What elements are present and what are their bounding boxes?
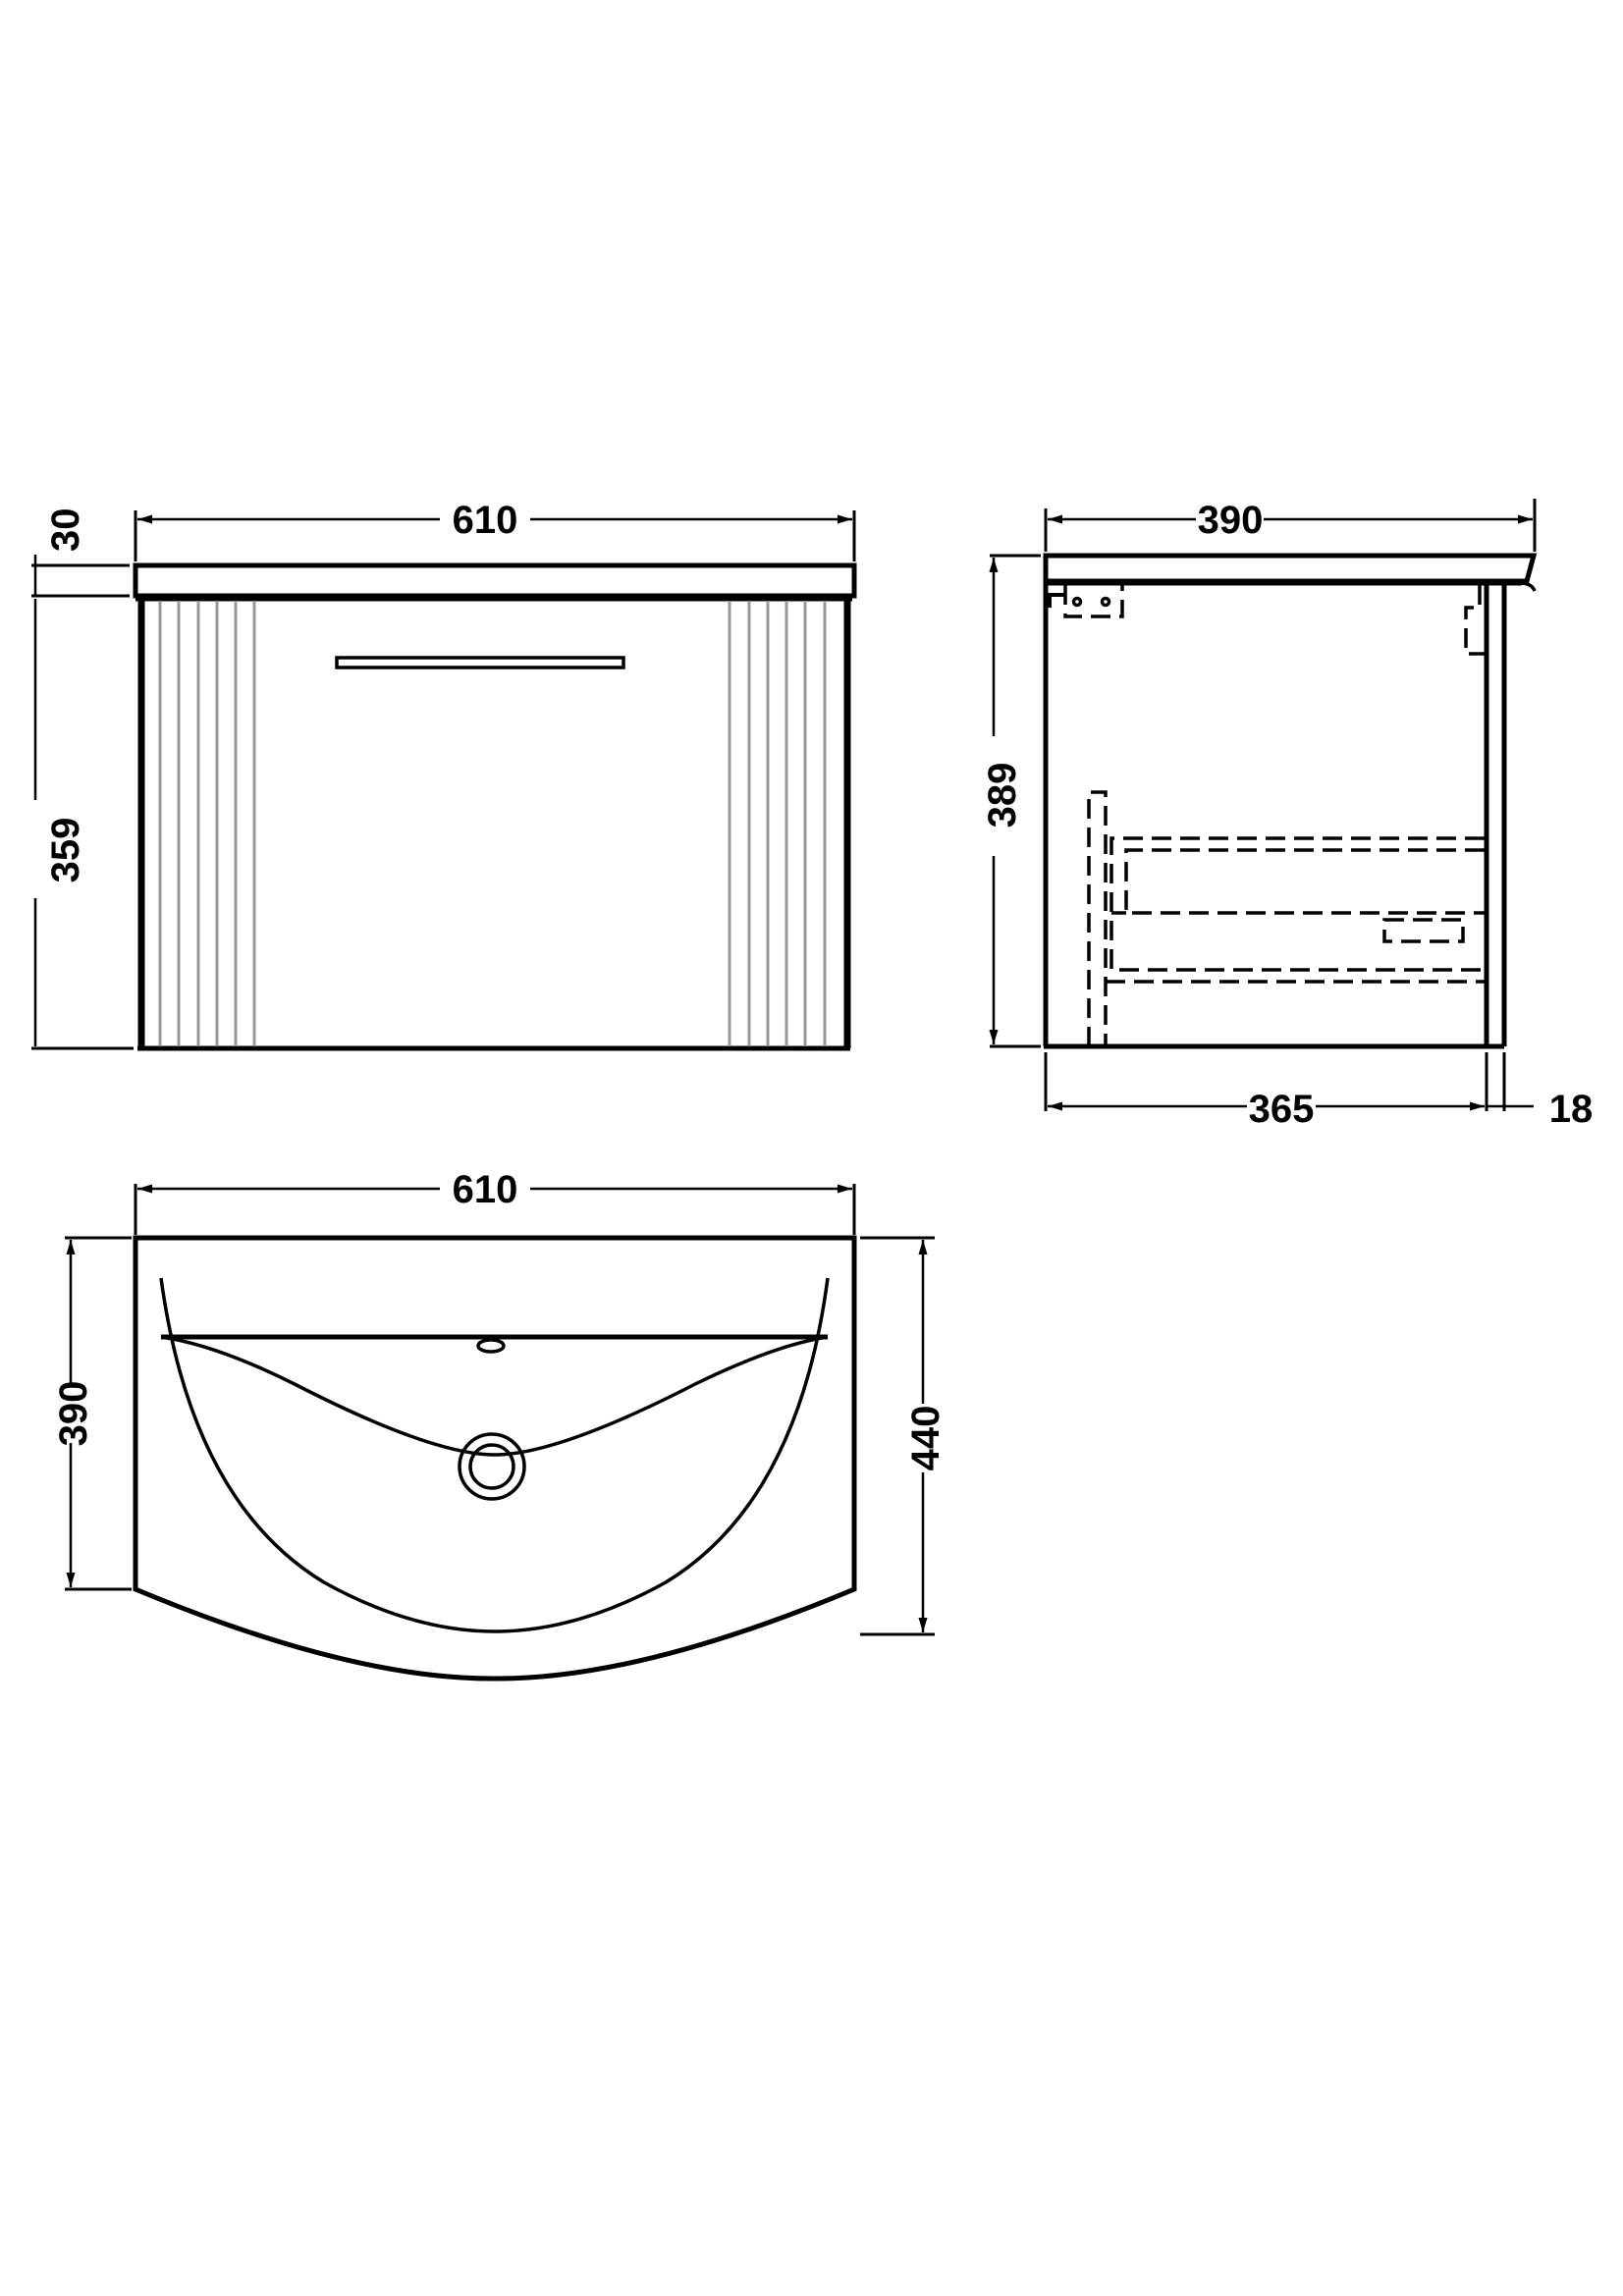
front-width-dimension: 610 bbox=[134, 499, 856, 561]
cabinet-height-label: 359 bbox=[44, 818, 87, 883]
plan-width-label: 610 bbox=[453, 1168, 518, 1211]
basin-thickness-label: 30 bbox=[44, 508, 87, 553]
plan-centre-depth-label: 440 bbox=[904, 1406, 947, 1471]
basin-bowl bbox=[159, 1277, 830, 1633]
side-height-label: 389 bbox=[981, 763, 1024, 828]
side-view: 390 bbox=[981, 499, 1593, 1131]
drawer-box bbox=[1106, 836, 1485, 984]
side-bottom-dimensions: 365 18 bbox=[1044, 1052, 1594, 1131]
rear-rail bbox=[1087, 790, 1108, 1046]
cabinet-depth-label: 365 bbox=[1249, 1088, 1315, 1131]
side-top-slab bbox=[1043, 553, 1538, 584]
front-height-dimensions: 30 359 bbox=[31, 508, 134, 1050]
waste-outlet bbox=[458, 1432, 526, 1501]
tap-hole bbox=[476, 1338, 506, 1354]
wall-bracket bbox=[1048, 585, 1124, 618]
basin-outline bbox=[133, 1235, 857, 1682]
plan-side-depth-dimension: 390 bbox=[52, 1236, 132, 1591]
flutes-left bbox=[158, 601, 256, 1046]
side-height-dimension: 389 bbox=[981, 554, 1041, 1048]
front-view: 610 bbox=[31, 499, 857, 1051]
plan-side-depth-label: 390 bbox=[52, 1381, 95, 1447]
basin-top-slab bbox=[133, 562, 857, 599]
slab-front-lip bbox=[1519, 581, 1537, 592]
door-thickness-label: 18 bbox=[1549, 1088, 1594, 1131]
front-width-label: 610 bbox=[453, 499, 518, 542]
cabinet-front bbox=[135, 596, 852, 1051]
hinge-outline bbox=[1464, 585, 1487, 656]
side-depth-dimension: 390 bbox=[1044, 499, 1537, 552]
drawer-handle bbox=[335, 656, 625, 669]
flutes-right bbox=[728, 601, 827, 1046]
plan-centre-depth-dimension: 440 bbox=[860, 1236, 947, 1636]
plan-view: 610 390 440 bbox=[52, 1168, 947, 1682]
side-depth-label: 390 bbox=[1198, 499, 1264, 542]
side-cabinet-outline bbox=[1043, 580, 1522, 1049]
plan-width-dimension: 610 bbox=[134, 1168, 856, 1235]
